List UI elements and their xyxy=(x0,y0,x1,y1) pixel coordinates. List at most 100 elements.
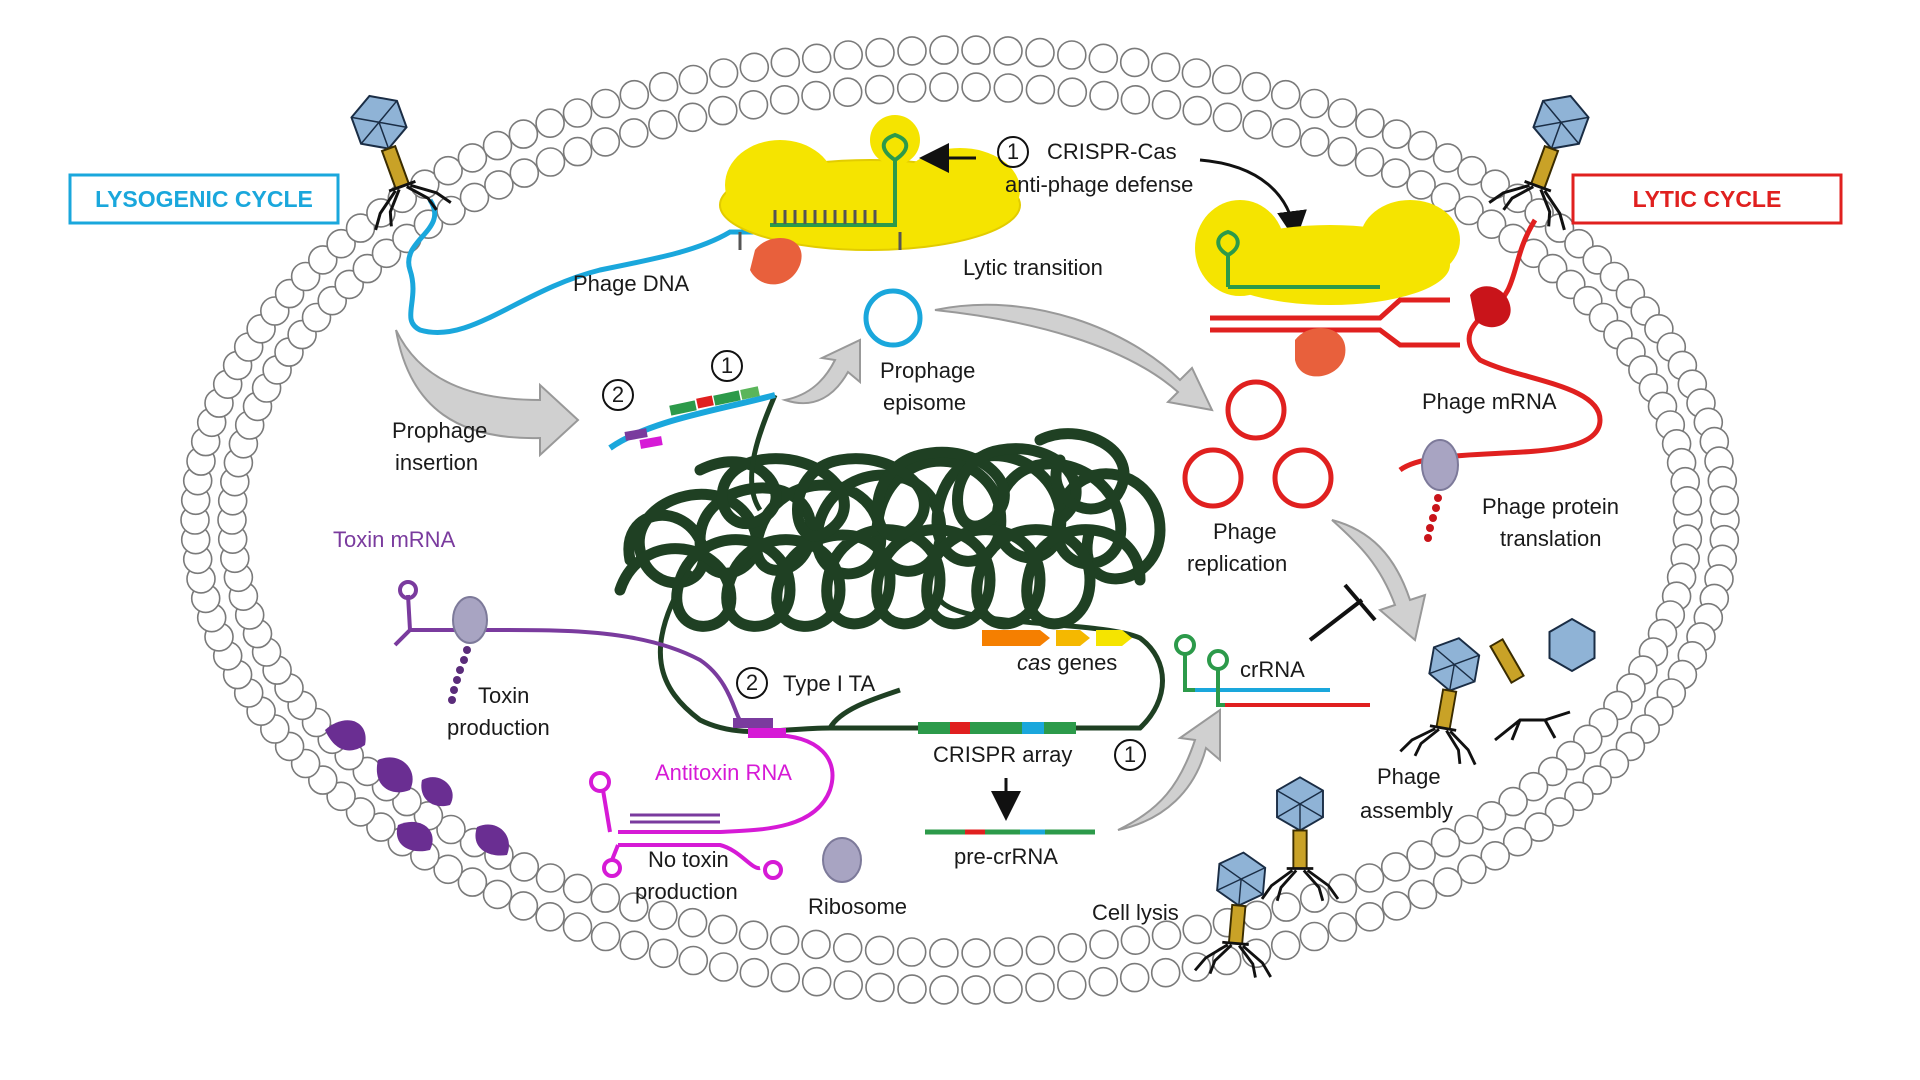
lipid-head xyxy=(961,938,991,968)
phage-released-1 xyxy=(1260,776,1340,902)
lipid-head xyxy=(619,930,650,961)
phage-tail xyxy=(1227,903,1247,946)
lipid-head xyxy=(1454,195,1484,226)
lipid-head xyxy=(509,852,540,882)
lipid-head xyxy=(865,37,895,68)
lipid-head xyxy=(1025,935,1056,966)
insertion-grey-arrow xyxy=(395,329,580,458)
cas-nuclease-lytic xyxy=(1295,328,1346,377)
lipid-head xyxy=(1327,98,1358,128)
lipid-head xyxy=(1430,827,1461,858)
lipid-head xyxy=(1150,957,1181,988)
free-tail-fibers xyxy=(1494,710,1571,742)
lipid-head xyxy=(482,130,513,161)
prophage-insertion-number: 2 xyxy=(612,382,624,407)
lipid-head xyxy=(1354,147,1385,177)
phage-head-facets xyxy=(1429,646,1480,691)
cas-genes-label: cas genes xyxy=(1017,650,1117,675)
phage-tail xyxy=(1435,688,1458,731)
crrna-strands xyxy=(1174,634,1370,707)
lipid-head xyxy=(590,127,621,157)
lipid-head xyxy=(326,228,356,259)
lipid-head xyxy=(1430,182,1461,213)
bacteriophages xyxy=(350,94,1596,978)
lipid-head xyxy=(1380,852,1411,882)
lipid-head xyxy=(1381,119,1412,149)
type-i-ta-label: 2 Type I TA xyxy=(736,667,875,699)
lipid-head xyxy=(864,935,895,966)
crrna-label: crRNA xyxy=(1240,657,1305,682)
lipid-head xyxy=(708,952,739,982)
lipid-head xyxy=(562,873,593,904)
lipid-head xyxy=(1299,921,1330,952)
lipid-head xyxy=(482,879,513,910)
lipid-head xyxy=(1088,966,1119,997)
rna-polymerase-red xyxy=(1470,286,1511,328)
lipid-head xyxy=(707,914,738,945)
free-phage-head xyxy=(1548,617,1596,673)
lipid-head xyxy=(1498,786,1528,817)
phage-released-2 xyxy=(1193,851,1272,978)
lipid-head xyxy=(1120,925,1151,956)
lipid-head xyxy=(1120,85,1151,115)
crispr-to-lytic-arrow xyxy=(1199,158,1307,241)
lipid-head xyxy=(345,213,376,243)
lipid-head xyxy=(433,854,463,885)
type-ta-text: Type I TA xyxy=(783,671,875,696)
toxin-mrna-strand xyxy=(393,580,742,722)
lipid-head xyxy=(993,73,1024,103)
lipid-head xyxy=(961,35,991,65)
lipid-head xyxy=(1119,962,1150,993)
lipid-head xyxy=(1407,130,1438,161)
lipid-head xyxy=(1025,74,1056,105)
lipid-head xyxy=(1432,867,1463,897)
lipid-head xyxy=(1089,929,1119,960)
lipid-head xyxy=(618,892,649,922)
lipid-head xyxy=(1270,930,1301,961)
lytic-transition-label: Lytic transition xyxy=(963,255,1103,280)
crispr-array-label: CRISPR array xyxy=(933,742,1072,767)
phage-replication-line2: replication xyxy=(1187,551,1287,576)
lipid-head xyxy=(993,937,1024,967)
prophage-insertion-label: 2 Prophage insertion xyxy=(392,379,634,475)
lipid-head xyxy=(1457,155,1487,186)
phage-tail-fibers xyxy=(1399,724,1477,766)
lipid-head xyxy=(590,88,621,119)
lipid-head xyxy=(648,900,678,931)
toxin-production-line1: Toxin xyxy=(478,683,529,708)
lipid-head xyxy=(897,974,927,1004)
lipid-head xyxy=(459,182,490,213)
cas-genes-rest: genes xyxy=(1051,650,1117,675)
phage-lysogenic-attached xyxy=(350,94,452,231)
lytic-transition-grey-arrow xyxy=(934,303,1214,412)
phage-head-facets xyxy=(1276,789,1324,831)
lipid-head xyxy=(1057,932,1088,963)
lipid-head xyxy=(770,962,801,993)
lipid-head xyxy=(508,119,539,149)
lysogenic-cycle-label: LYSOGENIC CYCLE xyxy=(95,186,313,212)
lipid-head xyxy=(590,883,621,913)
lipid-head xyxy=(1241,71,1272,102)
lipid-head xyxy=(1407,879,1438,910)
phage-tail xyxy=(380,144,411,190)
lipid-head xyxy=(508,891,539,921)
lipid-head xyxy=(769,925,800,956)
phage-tail xyxy=(1292,829,1308,870)
lipid-head xyxy=(678,64,709,95)
lipid-head xyxy=(1327,136,1358,167)
lipid-head xyxy=(1672,485,1703,516)
lipid-head xyxy=(708,58,739,88)
free-phage-tail xyxy=(1489,637,1525,685)
cell-membrane xyxy=(180,35,1740,1005)
lipid-head xyxy=(1457,854,1487,885)
phage-genome-circle-2 xyxy=(1182,447,1244,509)
prophage-episome-circle xyxy=(863,288,923,348)
prophage-episome-label: 1 Prophage episome xyxy=(711,350,975,415)
phage-head-facets xyxy=(1533,100,1589,149)
lipid-head xyxy=(1182,914,1212,945)
lipid-head xyxy=(993,36,1023,66)
ribosome-label: Ribosome xyxy=(808,894,907,919)
lipid-head xyxy=(1299,883,1330,913)
lipid-head xyxy=(1025,37,1055,68)
